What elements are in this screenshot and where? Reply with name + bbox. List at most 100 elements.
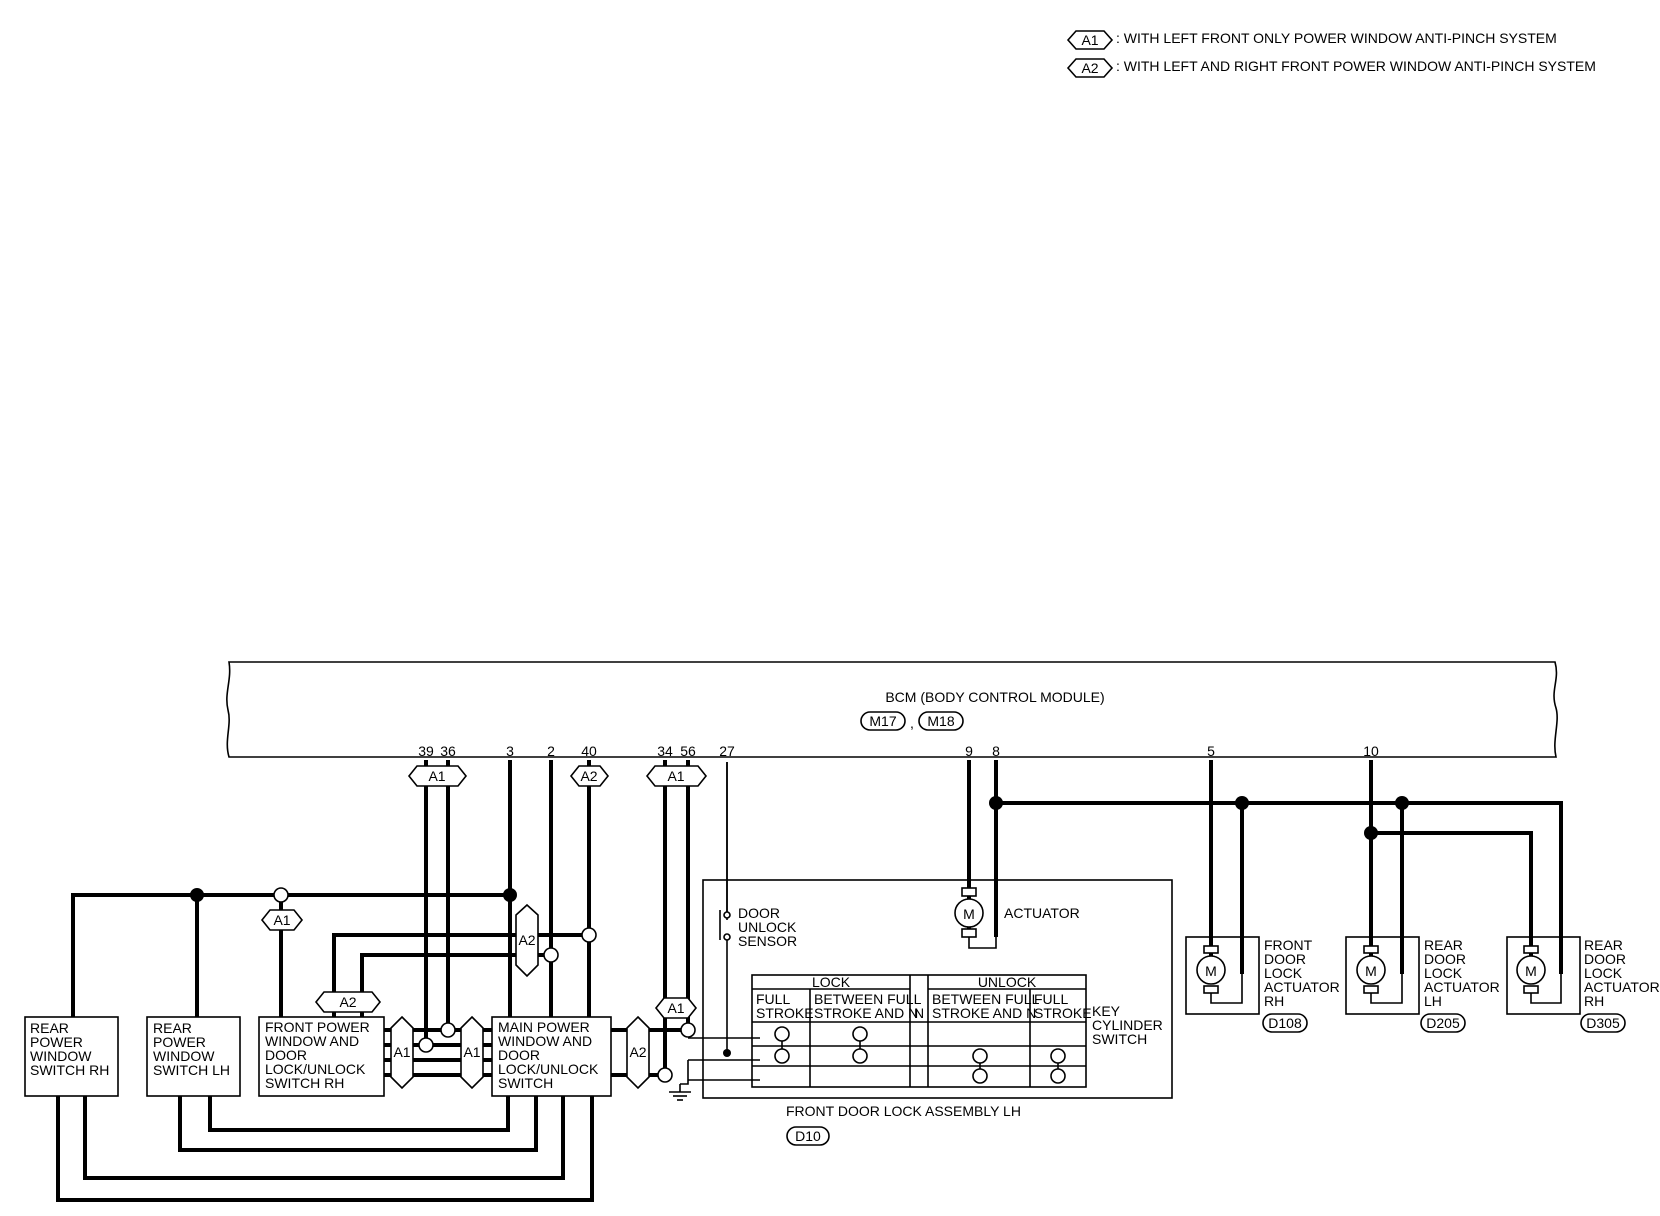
wire — [83, 1094, 565, 1180]
junction-open — [581, 927, 597, 943]
junction-dot — [190, 888, 204, 902]
switch-label: REAR — [153, 1020, 192, 1036]
table-n: N — [914, 1005, 924, 1021]
option-tag-label: A2 — [339, 994, 356, 1010]
option-tag-a2 — [515, 903, 539, 978]
pin-label: 56 — [680, 743, 696, 759]
option-tag-a1 — [407, 765, 468, 787]
motor-label: M — [963, 906, 975, 922]
bcm-pins: 39 36 3 2 40 34 56 27 9 8 5 10 — [418, 743, 1379, 759]
switch-label: DOOR — [265, 1047, 307, 1063]
table-lock: LOCK — [812, 974, 851, 990]
junction-open — [418, 1037, 434, 1053]
wire — [994, 801, 1563, 974]
option-tag-label: A2 — [518, 932, 535, 948]
option-tag-a1 — [460, 1015, 484, 1090]
contact-open — [852, 1048, 868, 1064]
actuator-label: LH — [1424, 993, 1442, 1009]
wire — [178, 1094, 538, 1152]
junction-dot — [1364, 826, 1378, 840]
switch-label: WINDOW AND — [498, 1033, 592, 1049]
connector-badge — [786, 1126, 830, 1146]
option-tag-a1 — [654, 997, 698, 1019]
switch-front-rh: FRONT POWER WINDOW AND DOOR LOCK/UNLOCK … — [258, 1016, 385, 1097]
bcm-module: BCM (BODY CONTROL MODULE) M17 , M18 — [226, 661, 1558, 758]
contact-open — [972, 1068, 988, 1084]
junction-open — [680, 1022, 696, 1038]
wire — [1369, 831, 1533, 974]
legend-text: : WITH LEFT AND RIGHT FRONT POWER WINDOW… — [1116, 58, 1596, 74]
option-tag-label: A1 — [667, 1000, 684, 1016]
switch-label: POWER — [153, 1034, 206, 1050]
actuator-label: ACTUATOR — [1584, 979, 1660, 995]
option-tag-label: A2 — [580, 768, 597, 784]
motor-icon — [1196, 937, 1243, 1004]
assembly-name: FRONT DOOR LOCK ASSEMBLY LH — [786, 1103, 1021, 1119]
option-tag-label: A2 — [629, 1044, 646, 1060]
bcm-body — [226, 661, 1558, 758]
ground-icon — [669, 1084, 691, 1101]
switch-label: SWITCH — [498, 1075, 553, 1091]
contact-open — [852, 1026, 868, 1042]
table-full-stroke: FULL — [1034, 991, 1068, 1007]
table-full-stroke: STROKE — [1034, 1005, 1092, 1021]
pin-label: 10 — [1363, 743, 1379, 759]
junction-open — [273, 887, 289, 903]
wire — [71, 893, 512, 1019]
front-door-lock-assembly-lh: DOOR UNLOCK SENSOR M ACTUATOR LOCK UNLO — [702, 762, 1173, 1146]
table-between: BETWEEN FULL — [814, 991, 922, 1007]
actuator-motor-icon — [954, 887, 997, 949]
key-cylinder-label: CYLINDER — [1092, 1017, 1163, 1033]
connector-badge — [1420, 1013, 1466, 1033]
junction-dot — [1235, 796, 1249, 810]
wire — [680, 1060, 689, 1085]
pin-label: 8 — [992, 743, 1000, 759]
junction-open — [543, 947, 559, 963]
legend-code: A1 — [1081, 32, 1098, 48]
switch-label: LOCK/UNLOCK — [498, 1061, 599, 1077]
option-tag-a1 — [645, 765, 708, 787]
wire — [332, 933, 591, 1019]
option-tag-a2 — [569, 765, 610, 787]
option-tag-a2 — [314, 991, 382, 1013]
option-tag-label: A1 — [273, 912, 290, 928]
table-between: STROKE AND N — [814, 1005, 918, 1021]
actuator-label: DOOR — [1584, 951, 1626, 967]
actuator-label: REAR — [1584, 937, 1623, 953]
table-between: BETWEEN FULL — [932, 991, 1040, 1007]
junction-dot — [989, 796, 1003, 810]
legend-item-a2: A2 : WITH LEFT AND RIGHT FRONT POWER WIN… — [1066, 58, 1596, 78]
actuator-label: DOOR — [1264, 951, 1306, 967]
connector-badge — [1580, 1013, 1626, 1033]
switch-label: SWITCH RH — [265, 1075, 344, 1091]
option-tag-label: A1 — [667, 768, 684, 784]
switch-label: WINDOW — [153, 1048, 215, 1064]
key-cylinder-label: KEY — [1092, 1003, 1121, 1019]
junction-dot — [503, 888, 517, 902]
switch-label: SWITCH LH — [153, 1062, 230, 1078]
pin-label: 39 — [418, 743, 434, 759]
sensor-label: DOOR — [738, 905, 780, 921]
switch-label: MAIN POWER — [498, 1019, 590, 1035]
junction-dot — [1395, 796, 1409, 810]
sensor-label: SENSOR — [738, 933, 797, 949]
switch-rear-rh: REAR POWER WINDOW SWITCH RH — [24, 1016, 119, 1097]
pin-label: 2 — [547, 743, 555, 759]
actuator-connector: D305 — [1586, 1015, 1620, 1031]
table-unlock: UNLOCK — [978, 974, 1037, 990]
pin-label: 5 — [1207, 743, 1215, 759]
switch-contacts — [774, 1026, 1066, 1084]
pin-label: 40 — [581, 743, 597, 759]
actuator-connector: D205 — [1426, 1015, 1460, 1031]
pin-label: 36 — [440, 743, 456, 759]
switch-main: MAIN POWER WINDOW AND DOOR LOCK/UNLOCK S… — [491, 1016, 612, 1097]
table-full-stroke: STROKE — [756, 1005, 814, 1021]
bcm-connector-m17: M17 — [869, 713, 896, 729]
connector-badge — [1262, 1013, 1308, 1033]
switch-rear-lh: REAR POWER WINDOW SWITCH LH — [146, 1016, 241, 1097]
key-cylinder-switch-table — [751, 974, 1087, 1088]
junction-open — [657, 1067, 673, 1083]
junctions — [190, 796, 1409, 1083]
actuator-connector: D108 — [1268, 1015, 1302, 1031]
